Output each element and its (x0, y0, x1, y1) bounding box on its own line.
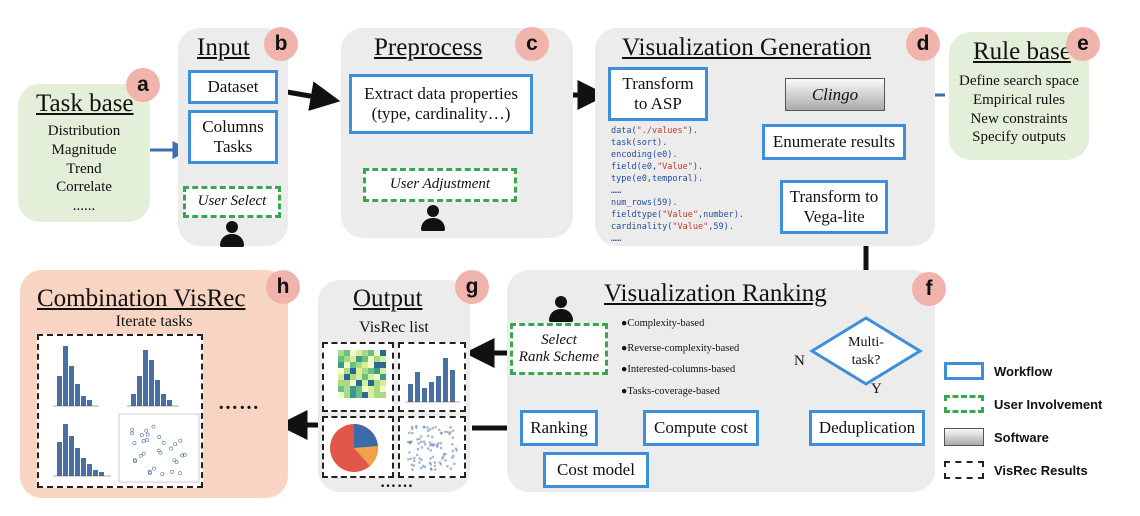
badge-h: h (266, 270, 300, 304)
badge-b: b (264, 27, 298, 61)
multitask-label: Multi-task? (848, 335, 884, 368)
scheme-tasks-coverage: ●Tasks-coverage-based (621, 386, 720, 397)
yes-label: Y (871, 381, 882, 397)
pie-thumbnail (330, 423, 379, 472)
legend-workflow-label: Workflow (994, 364, 1053, 379)
scheme-complexity: ●Complexity-based (621, 318, 705, 329)
scheme-interested-columns: ●Interested-columns-based (621, 364, 736, 375)
code-line: …… (611, 186, 622, 196)
task-item: ...... (72, 198, 96, 214)
badge-f: f (912, 272, 946, 306)
task-base-title: Task base (36, 90, 134, 117)
select-line-2: Rank Scheme (518, 349, 600, 365)
enumerate-results-box: Enumerate results (762, 124, 906, 160)
output-subtitle: VisRec list (359, 319, 429, 336)
bar-thumbnail (406, 358, 460, 403)
arrow-input-preprocess (286, 81, 341, 111)
scheme-reverse-complexity: ●Reverse-complexity-based (621, 343, 740, 354)
legend-workflow-swatch (944, 362, 984, 380)
code-line: encoding(e0). (611, 150, 678, 160)
rule-item: New constraints (970, 110, 1068, 127)
transform-asp-line-1: Transform (622, 73, 694, 93)
cost-model-box: Cost model (543, 452, 649, 488)
preprocess-title: Preprocess (374, 34, 483, 61)
vega-line-2: Vega-lite (803, 207, 865, 226)
task-base-list: Distribution Magnitude Trend Correlate .… (18, 122, 150, 216)
code-line: field(e0,"Value"). (611, 162, 704, 172)
user-icon (220, 221, 244, 247)
legend-user-swatch (944, 395, 984, 413)
visrec-thumb-heatmap (322, 342, 394, 412)
scatter-thumbnail (407, 424, 458, 471)
badge-a: a (126, 68, 160, 102)
user-icon (549, 296, 573, 322)
select-rank-scheme-box: Select Rank Scheme (510, 323, 608, 375)
combination-subtitle: Iterate tasks (115, 313, 193, 330)
tasks-label: Tasks (213, 137, 253, 156)
code-line: task(sort). (611, 138, 668, 148)
rule-base-panel (949, 32, 1089, 160)
extract-line-1: Extract data properties (364, 83, 518, 103)
code-line: data("./values"). (611, 126, 699, 136)
code-line: fieldtype("Value",number). (611, 210, 745, 220)
legend-software-swatch (944, 428, 984, 446)
transform-asp-line-2: to ASP (634, 94, 682, 113)
output-title: Output (353, 285, 423, 312)
columns-label: Columns (202, 116, 264, 136)
visrec-thumb-bar (398, 342, 466, 412)
user-adjustment-box: User Adjustment (363, 168, 517, 202)
ranking-box: Ranking (520, 410, 598, 446)
legend-user-label: User Involvement (994, 397, 1103, 412)
rule-item: Empirical rules (972, 91, 1066, 108)
code-line: cardinality("Value",59). (611, 222, 734, 232)
task-item: Correlate (56, 179, 112, 196)
dataset-box: Dataset (188, 70, 278, 104)
no-label: N (794, 353, 805, 369)
code-line: type(e0,temporal). (611, 174, 704, 184)
transform-asp-box: Transform to ASP (608, 67, 708, 121)
generation-title: Visualization Generation (622, 34, 872, 61)
asp-code-snippet: data("./values"). task(sort). encoding(e0)… (611, 125, 744, 245)
output-more-dots: …… (380, 474, 414, 491)
deduplication-box: Deduplication (809, 410, 925, 446)
combination-thumbnails (53, 346, 200, 483)
compute-cost-box: Compute cost (643, 410, 759, 446)
task-item: Magnitude (51, 141, 117, 158)
rule-item: Define search space (959, 73, 1079, 89)
select-line-1: Select (541, 331, 577, 348)
vega-line-1: Transform to (789, 186, 879, 206)
ranking-title: Visualization Ranking (604, 280, 827, 307)
code-line: num_rows(59). (611, 198, 678, 208)
input-title: Input (197, 34, 250, 61)
badge-d: d (906, 27, 940, 61)
legend-results-swatch (944, 461, 984, 479)
badge-c: c (515, 27, 549, 61)
rule-base-list: Define search space Empirical rules New … (949, 72, 1089, 147)
badge-e: e (1066, 27, 1100, 61)
vega-lite-box: Transform to Vega-lite (780, 180, 888, 234)
task-base-panel (18, 84, 150, 222)
combination-results (37, 334, 203, 488)
code-line: …… (611, 234, 622, 244)
task-item: Distribution (47, 123, 121, 139)
legend-results-label: VisRec Results (994, 463, 1088, 478)
combination-more-dots: …… (218, 392, 260, 414)
rule-base-title: Rule base (973, 38, 1071, 65)
clingo-box: Clingo (785, 78, 885, 111)
visrec-thumb-pie (322, 416, 394, 478)
combination-title: Combination VisRec (37, 285, 246, 312)
extract-line-2: (type, cardinality…) (371, 104, 511, 123)
extract-properties-box: Extract data properties (type, cardinali… (349, 74, 533, 134)
user-icon (421, 205, 445, 231)
columns-tasks-box: Columns Tasks (188, 110, 278, 164)
rule-item: Specify outputs (972, 129, 1066, 146)
heatmap-thumbnail (338, 350, 386, 398)
task-item: Trend (66, 160, 102, 177)
user-select-box: User Select (183, 186, 281, 218)
badge-g: g (455, 270, 489, 304)
visrec-thumb-scatter (398, 416, 466, 478)
legend-software-label: Software (994, 430, 1049, 445)
